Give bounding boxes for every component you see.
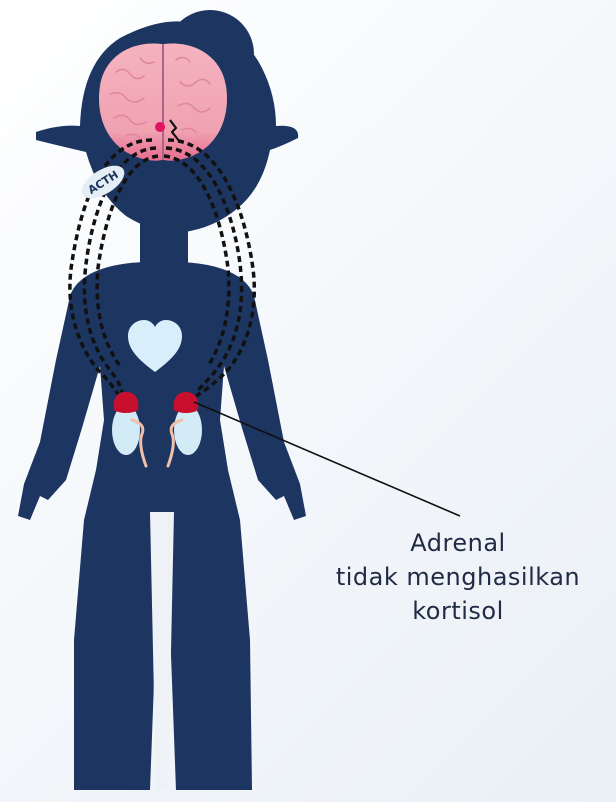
leg-gap: [150, 512, 174, 790]
callout-line-2: tidak menghasilkan: [300, 562, 616, 592]
callout-line-1: Adrenal: [300, 528, 616, 558]
pituitary-dot-icon: [155, 122, 165, 132]
brain-icon: [99, 43, 227, 160]
callout-line-3: kortisol: [300, 596, 616, 626]
